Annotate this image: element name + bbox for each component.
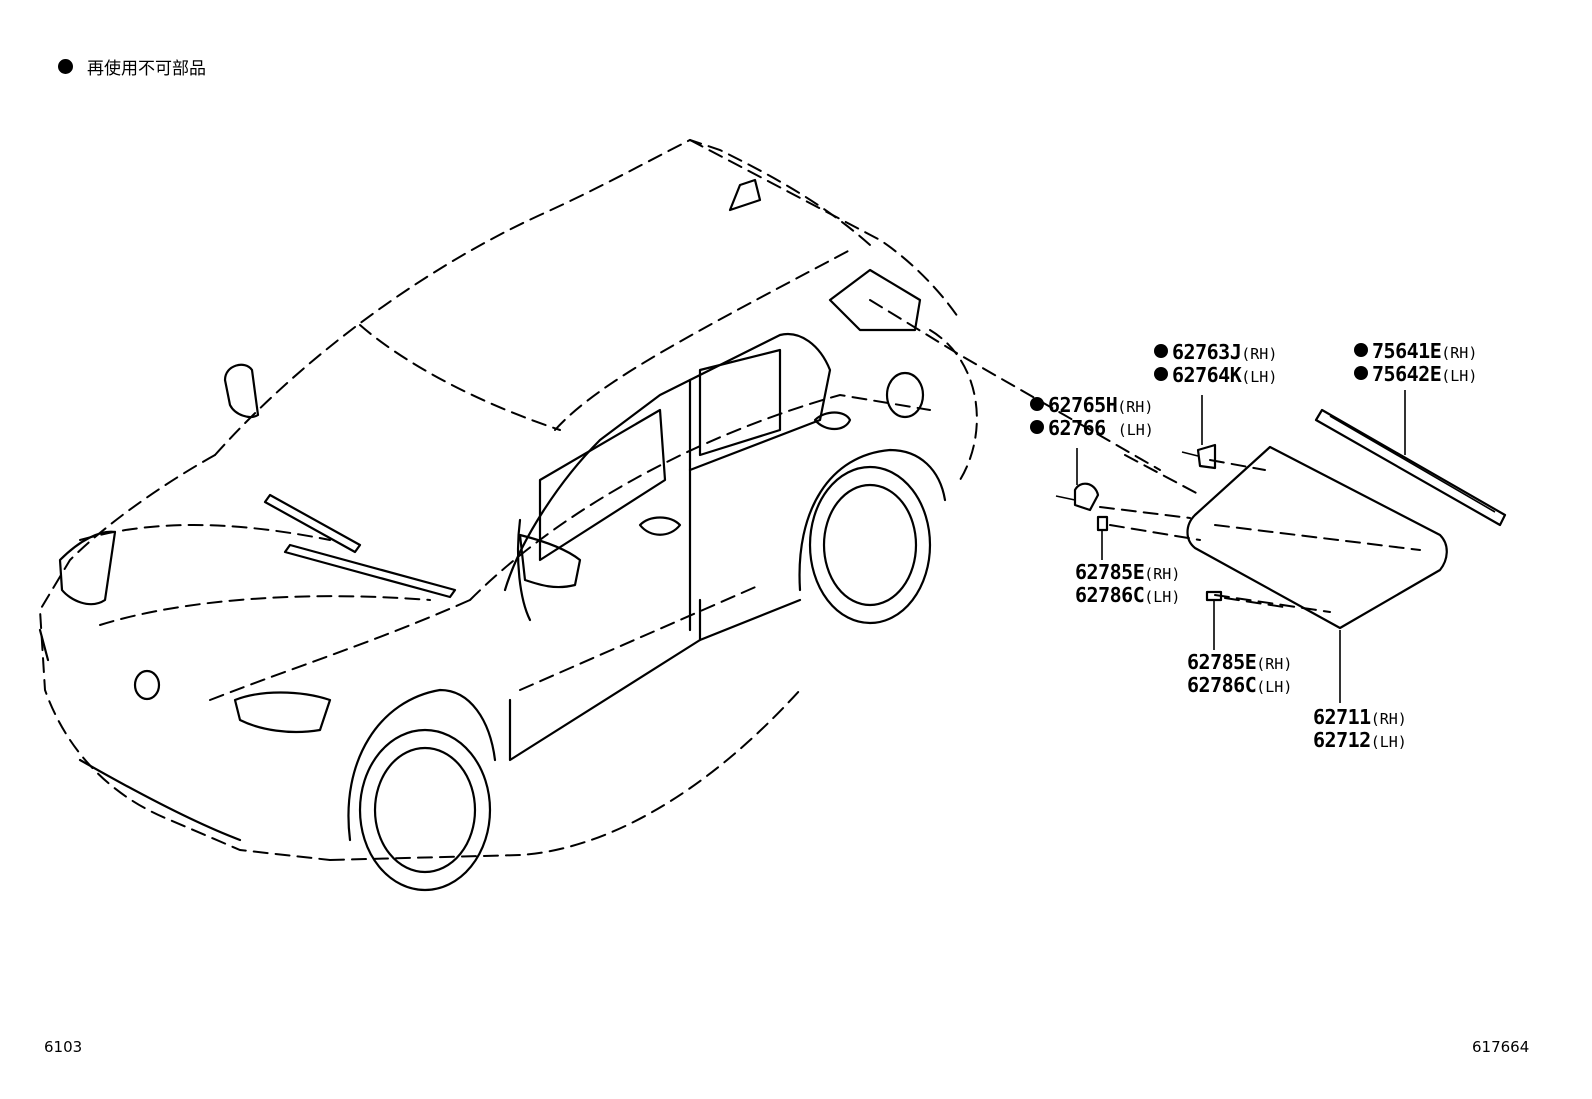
clip-62763 [1181,443,1217,470]
vehicle-outline [38,138,978,861]
non-reusable-part-bullet-icon [58,59,73,74]
figure-code-left: 6103 [44,1038,83,1056]
wheel-rear [798,448,947,625]
upper-moulding [1314,408,1507,527]
wheel-front [347,688,497,892]
part-label-62763: 62763J(RH) 62764K(LH) [1154,342,1277,388]
legend: 再使用不可部品 [58,54,206,79]
part-label-62785-upper: 62785E(RH) 62786C(LH) [1075,560,1181,607]
non-reusable-bullet-icon [1354,366,1368,380]
part-label-62711: 62711(RH) 62712(LH) [1313,705,1407,752]
part-label-62765: 62765H(RH) 62766(LH) [1030,395,1154,441]
non-reusable-bullet-icon [1030,420,1044,434]
spacer-62785-upper [1096,515,1109,532]
quarter-window-glass [1186,445,1448,630]
non-reusable-bullet-icon [1154,344,1168,358]
leader-lines [869,299,1406,703]
part-label-62785-lower: 62785E(RH) 62786C(LH) [1187,650,1293,697]
non-reusable-bullet-icon [1154,367,1168,381]
non-reusable-bullet-icon [1354,343,1368,357]
vehicle-details [38,178,925,842]
part-label-75641: 75641E(RH) 75642E(LH) [1354,341,1477,387]
figure-code-right: 617664 [1472,1038,1530,1056]
legend-text: 再使用不可部品 [87,59,206,79]
clip-62765 [1055,482,1100,512]
non-reusable-bullet-icon [1030,397,1044,411]
